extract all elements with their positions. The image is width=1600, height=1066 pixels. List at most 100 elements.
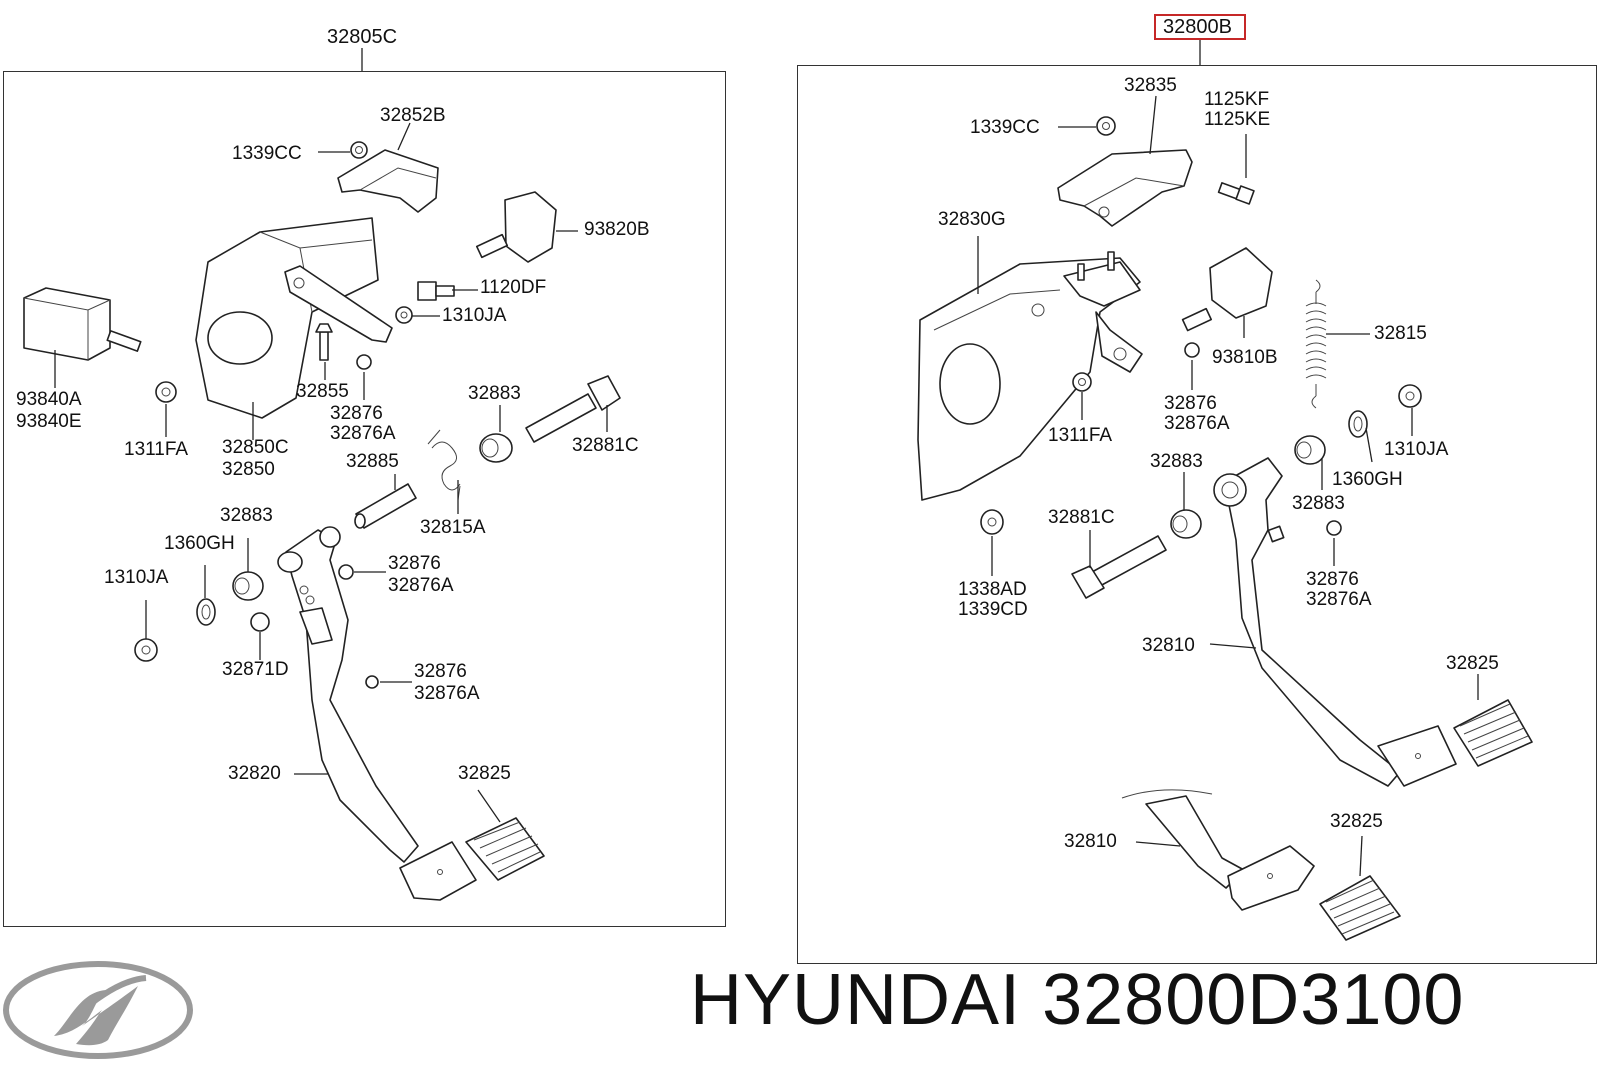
left-bolt-32855 — [315, 323, 333, 361]
part-label: 32876A — [1306, 589, 1372, 610]
part-label: 1339CC — [970, 117, 1040, 138]
part-label: 1310JA — [1384, 439, 1449, 460]
part-label: 32871D — [222, 659, 289, 680]
hyundai-logo-icon — [3, 961, 193, 1059]
part-label: 32810 — [1142, 635, 1195, 656]
part-label: 32876A — [414, 683, 480, 704]
brand-name: HYUNDAI — [690, 960, 1022, 1040]
part-label: 32876 — [414, 661, 467, 682]
part-label: 1120DF — [480, 277, 547, 298]
left-bush-32876-a — [356, 354, 372, 370]
part-label: 32850 — [222, 459, 275, 480]
part-label: 32883 — [1150, 451, 1203, 472]
left-pedal-arm-32820 — [277, 526, 419, 863]
right-pedal-pad-cover-32825-a — [1453, 699, 1533, 767]
part-label: 32876 — [330, 403, 383, 424]
part-label: 1125KF — [1204, 89, 1270, 110]
left-nut-1339cc — [350, 141, 368, 159]
left-bushing-32883-a — [479, 433, 513, 463]
part-label: 1310JA — [442, 305, 507, 326]
part-label: 1339CD — [958, 599, 1028, 620]
part-label: 1360GH — [164, 533, 235, 554]
right-nut-1339cc — [1096, 116, 1116, 136]
part-label: 1311FA — [1048, 425, 1113, 446]
part-label: 93840A — [16, 389, 82, 410]
right-pedal-arm-32810 — [1213, 457, 1401, 787]
part-label: 1125KE — [1204, 109, 1271, 130]
right-bolt-1125kf — [1217, 182, 1255, 205]
part-label: 32825 — [1330, 811, 1383, 832]
part-label: 32810 — [1064, 831, 1117, 852]
part-label: 32885 — [346, 451, 399, 472]
right-nut-1311fa — [1072, 372, 1092, 392]
right-bolt-32881c — [1071, 535, 1167, 599]
part-label: 32825 — [458, 763, 511, 784]
part-label: 1310JA — [104, 567, 169, 588]
right-nut-1338ad — [980, 509, 1004, 535]
left-nut-1311fa — [155, 381, 177, 403]
part-label: 32825 — [1446, 653, 1499, 674]
part-label: 32883 — [1292, 493, 1345, 514]
part-label: 32881C — [572, 435, 639, 456]
left-pedal-bracket-32850c — [195, 217, 379, 419]
left-pedal-pad-cover-32825 — [465, 817, 545, 881]
left-bracket-32852b — [337, 149, 439, 213]
left-lever-arm — [284, 265, 393, 343]
right-bush-32876-a — [1184, 342, 1200, 358]
right-washer-1360gh — [1348, 410, 1368, 438]
part-label: 1339CC — [232, 143, 302, 164]
part-label: 32820 — [228, 763, 281, 784]
part-label: 32876A — [388, 575, 454, 596]
part-label: 32815A — [420, 517, 486, 538]
part-label: 32883 — [220, 505, 273, 526]
right-spring-32815 — [1305, 279, 1327, 409]
left-bush-32871d — [250, 612, 270, 632]
right-pedal-pad — [1377, 725, 1457, 787]
right-bushing-32883-b — [1170, 509, 1202, 539]
part-label: 32876 — [1306, 569, 1359, 590]
left-sensor-93840a — [23, 287, 142, 361]
part-label: 93820B — [584, 219, 650, 240]
part-label: 32830G — [938, 209, 1006, 230]
right-assembly-highlight — [1154, 14, 1246, 40]
part-label: 32815 — [1374, 323, 1427, 344]
right-bush-32876-b — [1326, 520, 1342, 536]
part-label: 93810B — [1212, 347, 1278, 368]
part-label: 32852B — [380, 105, 446, 126]
left-pedal-pad — [399, 841, 477, 901]
part-title: HYUNDAI 32800D3100 — [690, 960, 1464, 1040]
part-label: 32881C — [1048, 507, 1115, 528]
right-assembly-code: 32800B — [1163, 16, 1232, 38]
part-label: 1311FA — [124, 439, 189, 460]
left-stop-lamp-switch-93820b — [475, 191, 557, 263]
right-nut-1310ja — [1398, 384, 1422, 408]
part-label: 32883 — [468, 383, 521, 404]
part-label: 32855 — [296, 381, 349, 402]
right-stop-lamp-switch-93810b — [1181, 247, 1273, 332]
part-label: 32835 — [1124, 75, 1177, 96]
part-label: 1360GH — [1332, 469, 1403, 490]
left-assembly-code: 32805C — [327, 26, 398, 48]
right-assembly-panel — [797, 65, 1597, 964]
part-label: 32876 — [1164, 393, 1217, 414]
left-washer-1360gh — [196, 598, 216, 626]
right-bushing-32883-a — [1294, 435, 1326, 465]
left-sleeve-32885 — [354, 483, 417, 529]
part-label: 1338AD — [958, 579, 1027, 600]
left-bush-32876-c — [365, 675, 379, 689]
part-label: 32876A — [1164, 413, 1230, 434]
left-nut-1310ja-top — [395, 306, 413, 324]
part-label: 32850C — [222, 437, 289, 458]
right-pedal-pad-cover-32825-b — [1319, 875, 1401, 941]
right-pedal-bracket-32830g — [917, 251, 1143, 501]
left-bolt-32881c — [525, 375, 621, 443]
left-bush-32876-b — [338, 564, 354, 580]
right-pedal-pad-detail — [1227, 845, 1315, 911]
part-label: 32876 — [388, 553, 441, 574]
part-label: 93840E — [16, 411, 82, 432]
right-bracket-32835 — [1057, 149, 1193, 227]
part-number: 32800D3100 — [1042, 960, 1465, 1040]
part-label: 32876A — [330, 423, 396, 444]
left-bolt-1120df — [417, 281, 455, 301]
